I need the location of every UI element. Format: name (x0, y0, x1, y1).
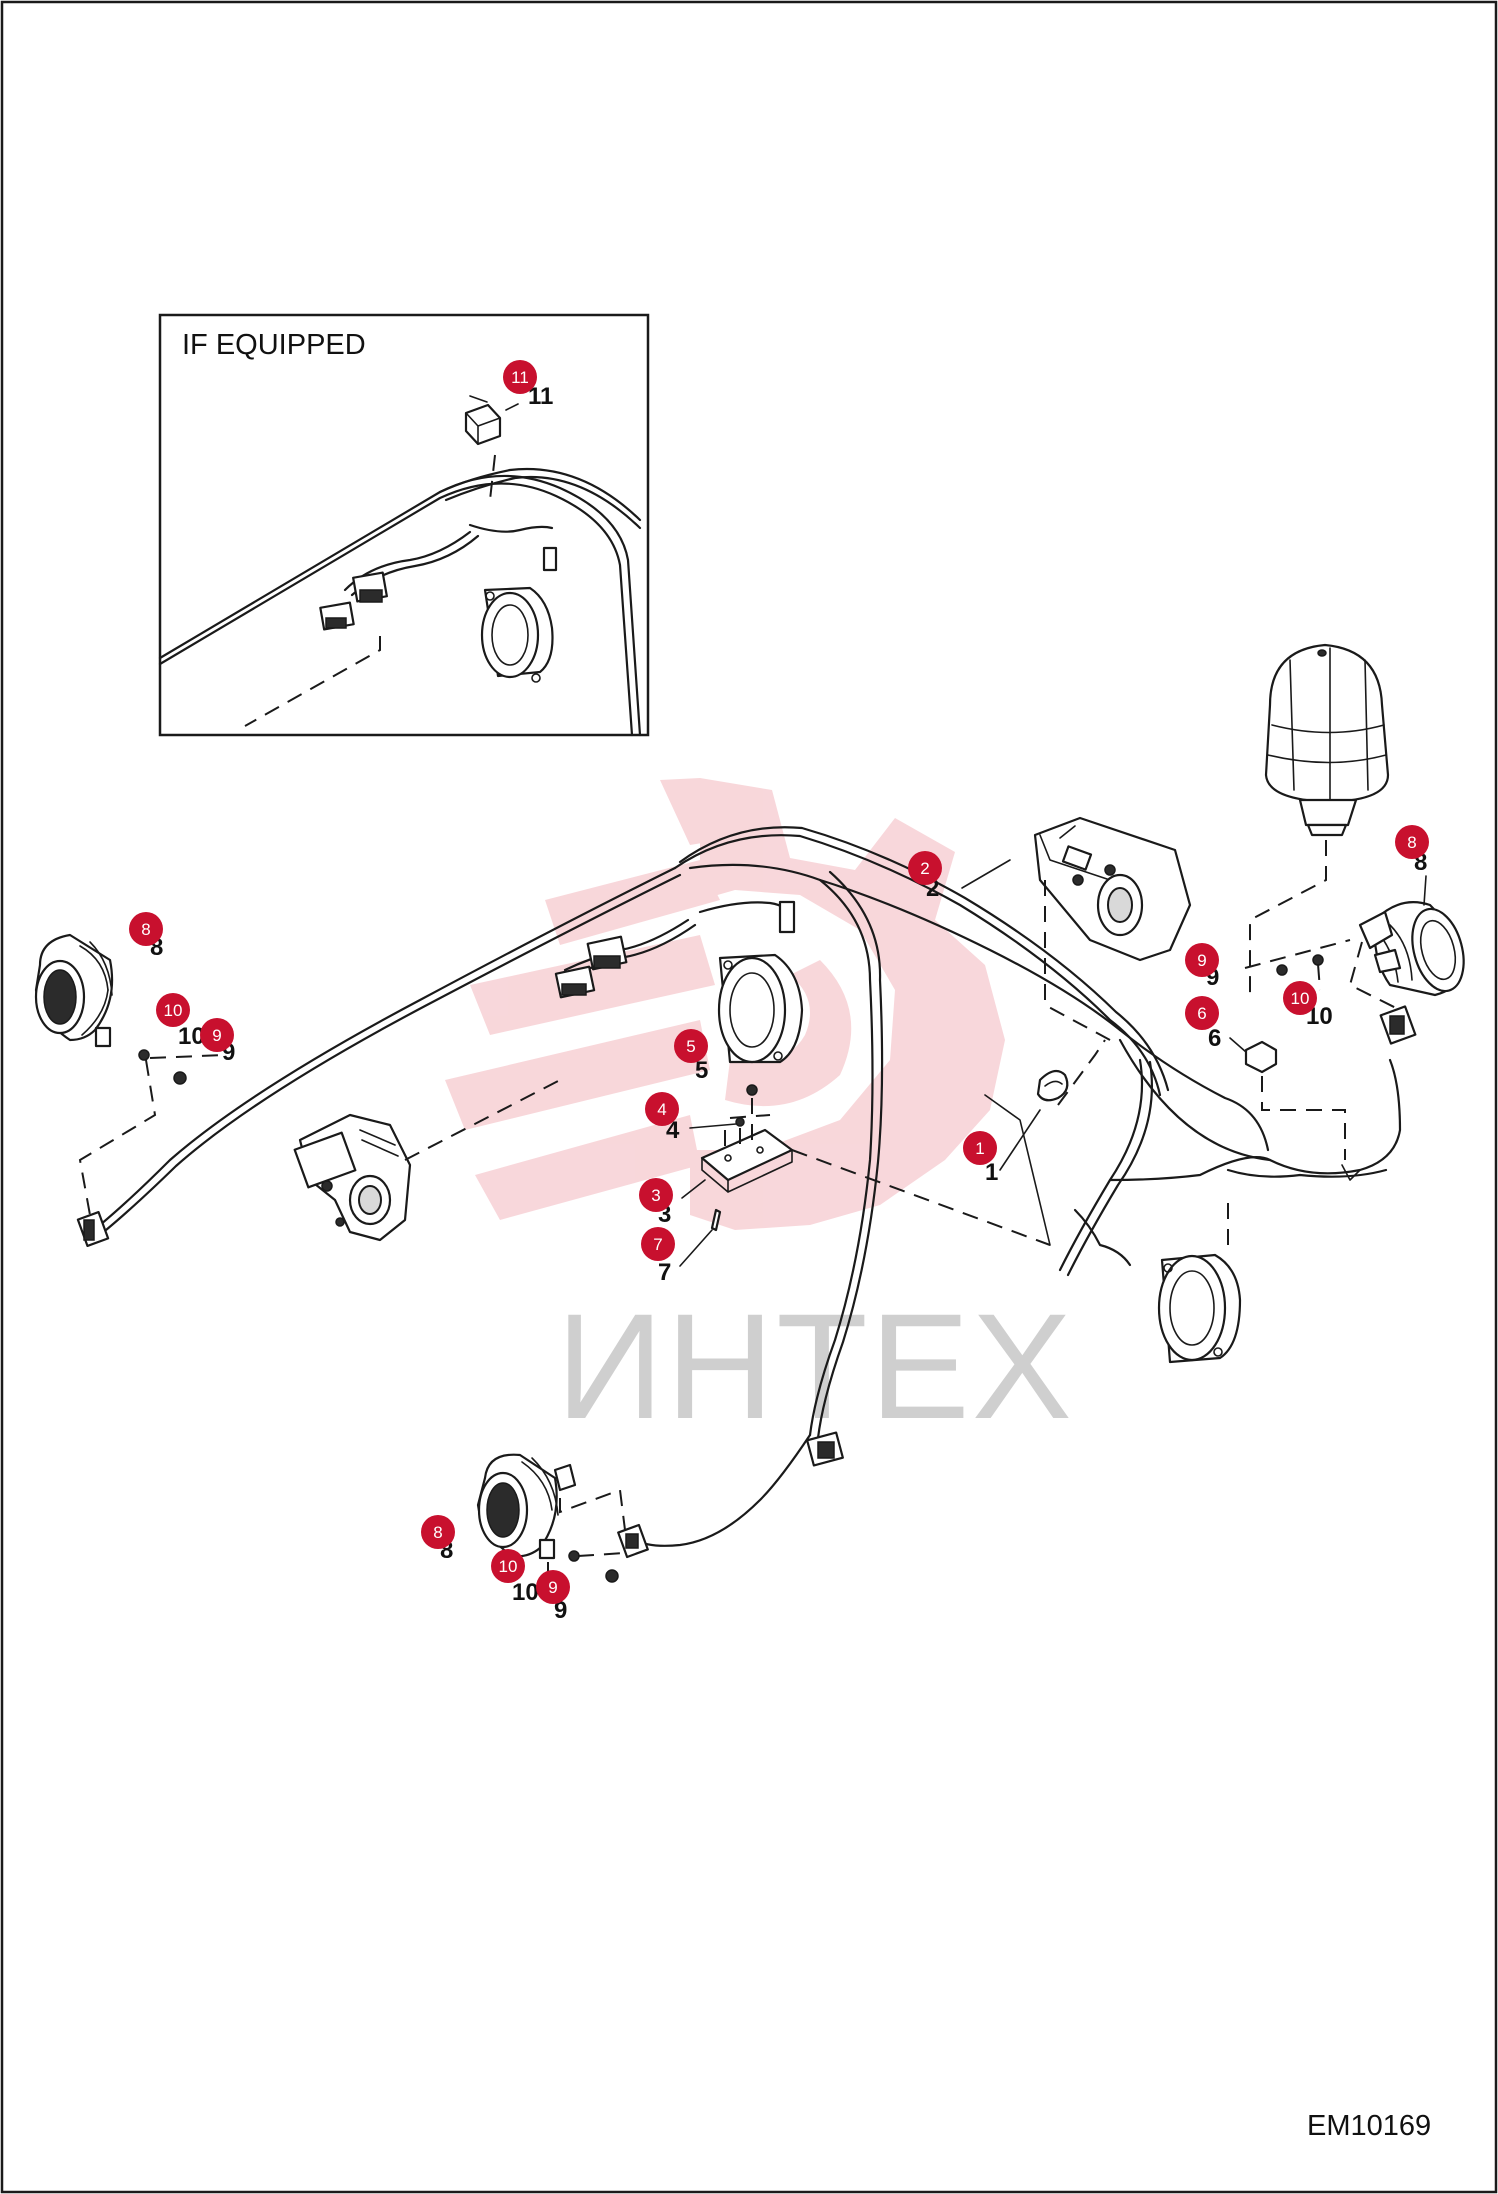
wiper-motor-left (293, 1113, 412, 1242)
callout-1[interactable]: 1 (963, 1131, 997, 1165)
callout-8-right[interactable]: 8 (1395, 825, 1429, 859)
harness-connector-left (554, 935, 628, 999)
leader-wiper-left (404, 1079, 561, 1161)
part-number-6: 6 (1208, 1025, 1221, 1052)
leader-bottom-lamp (559, 1488, 626, 1531)
nut-bottom (605, 1569, 619, 1583)
washer-bottom (568, 1550, 580, 1562)
wiper-motor-right (1033, 816, 1192, 962)
svg-text:8: 8 (1407, 833, 1416, 852)
svg-text:1: 1 (975, 1139, 984, 1158)
work-lamp-bottom (476, 1453, 577, 1560)
svg-text:6: 6 (1197, 1004, 1206, 1023)
inset-clip-part-11 (464, 403, 502, 446)
part-number-7: 7 (658, 1259, 671, 1286)
callout-7[interactable]: 7 (641, 1227, 675, 1261)
callout-6[interactable]: 6 (1185, 996, 1219, 1030)
svg-text:10: 10 (164, 1001, 183, 1020)
beacon-light (1264, 643, 1390, 837)
leader-beacon (1249, 840, 1327, 1000)
callout-3[interactable]: 3 (639, 1178, 673, 1212)
svg-text:3: 3 (651, 1186, 660, 1205)
part-number-5: 5 (695, 1057, 708, 1084)
svg-text:10: 10 (499, 1557, 518, 1576)
svg-text:9: 9 (212, 1026, 221, 1045)
nut-center-5 (746, 1084, 758, 1096)
callout-4[interactable]: 4 (645, 1092, 679, 1126)
callout-8-bottom[interactable]: 8 (421, 1515, 455, 1549)
callout-9-right[interactable]: 9 (1185, 943, 1219, 977)
leader-bracket (791, 1149, 1051, 1246)
svg-text:9: 9 (548, 1578, 557, 1597)
callout-5[interactable]: 5 (674, 1029, 708, 1063)
speaker-right (1157, 1253, 1242, 1364)
svg-text:10: 10 (1291, 989, 1310, 1008)
svg-text:7: 7 (653, 1235, 662, 1254)
cable-clamp (1036, 1069, 1069, 1102)
nut-left (173, 1071, 187, 1085)
drawing-code: EM10169 (1307, 2110, 1431, 2142)
svg-text:8: 8 (141, 920, 150, 939)
harness-connector-bottom-left-lamp (76, 1210, 110, 1248)
harness-connector-bottom-lamp (617, 1523, 649, 1559)
leader-left-lamp (78, 1059, 157, 1216)
callout-10-left[interactable]: 10 (156, 993, 190, 1027)
harness-connector-bottom (806, 1431, 844, 1467)
inset-connector (319, 571, 388, 631)
svg-text:8: 8 (433, 1523, 442, 1542)
svg-text:11: 11 (511, 368, 529, 387)
nut-part-6 (1244, 1040, 1278, 1074)
inset-speaker (480, 546, 558, 683)
inset-title: IF EQUIPPED (182, 329, 366, 361)
callout-10-bottom[interactable]: 10 (491, 1549, 525, 1583)
part-number-10-bottom: 10 (512, 1579, 539, 1606)
part-number-1: 1 (985, 1159, 998, 1186)
callout-11[interactable]: 11 (503, 360, 537, 394)
harness-connector-right-lamp (1379, 1005, 1417, 1045)
harness-connector-speaker-top (778, 900, 796, 934)
work-lamp-left (34, 933, 114, 1048)
callout-10-right[interactable]: 10 (1283, 981, 1317, 1015)
watermark-text: ИНТЕХ (556, 1282, 1074, 1450)
work-lamp-right (1358, 901, 1465, 997)
callout-9-left[interactable]: 9 (200, 1018, 234, 1052)
washer-right (1276, 964, 1288, 976)
main-wiring-harness (88, 826, 1402, 1547)
callout-8-left[interactable]: 8 (129, 912, 163, 946)
svg-text:4: 4 (657, 1100, 666, 1119)
svg-text:9: 9 (1197, 951, 1206, 970)
part-number-9-bottom: 9 (554, 1597, 567, 1624)
nut-right (1312, 954, 1324, 966)
svg-text:2: 2 (920, 859, 929, 878)
svg-text:5: 5 (686, 1037, 695, 1056)
washer-left (138, 1049, 150, 1061)
callout-9-bottom[interactable]: 9 (536, 1570, 570, 1604)
speaker-center (717, 953, 804, 1064)
callout-2[interactable]: 2 (908, 851, 942, 885)
washer-center-4 (735, 1117, 745, 1127)
inset-panel: IF EQUIPPED (158, 313, 650, 737)
